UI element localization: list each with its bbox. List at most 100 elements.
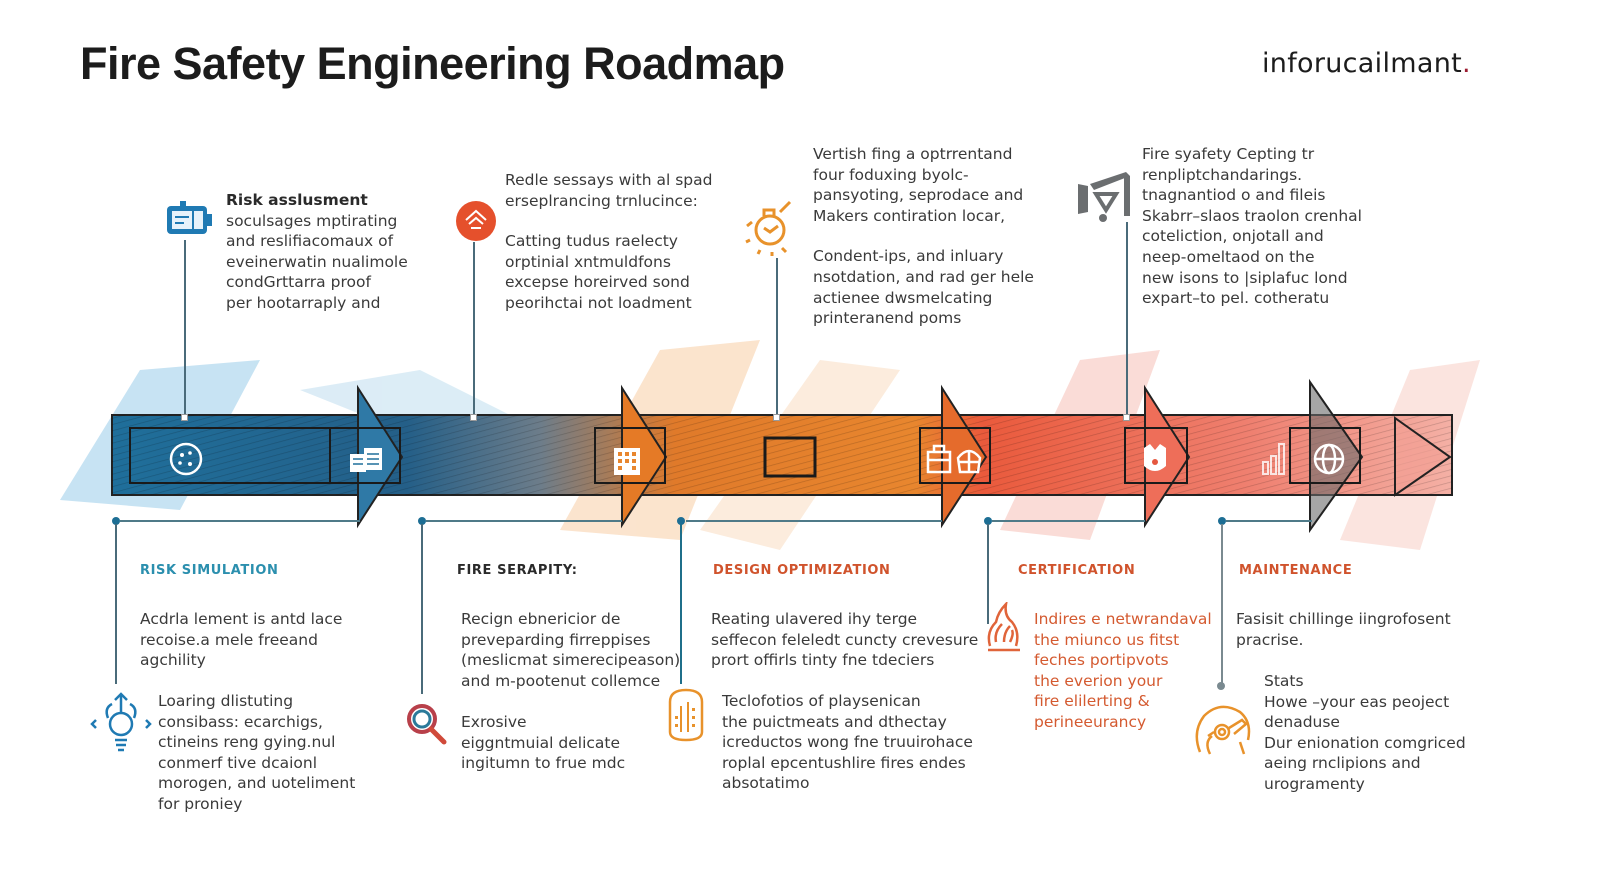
stage-line-text: seffecon feleledt cuncty crevesure: [711, 630, 979, 649]
stage-line-text: fire elilerting &: [1034, 692, 1150, 711]
connector-line: [473, 242, 475, 418]
stage-line-text: absotatimo: [722, 774, 810, 793]
globe-icon: [1312, 442, 1346, 476]
timer-gear-icon: [742, 198, 804, 258]
magnifier-icon: [404, 702, 450, 746]
rail-line: [992, 520, 1145, 522]
brand-dot: .: [1462, 48, 1471, 79]
megaphone-icon: [1076, 172, 1134, 224]
stage-line-text: perineeurancy: [1034, 712, 1147, 731]
note-line: Catting tudus raelecty: [505, 232, 678, 251]
stage-line: [115, 524, 117, 684]
note-line: excepse horeirved sond: [505, 273, 690, 292]
connector-pin: [773, 414, 780, 421]
stage-line-text: Indires e netwrandaval: [1034, 610, 1212, 628]
building-tag-icon: [666, 688, 706, 744]
note-line: Fire syafety Cepting tr: [1142, 145, 1315, 163]
stage-2-para-1: Recign ebnericior de preveparding firrep…: [461, 609, 680, 691]
note-line: neep-omeltaod on the: [1142, 247, 1315, 266]
note-line: printeranend poms: [813, 309, 962, 328]
timeline-band: [60, 340, 1480, 550]
connector-line: [776, 258, 778, 418]
stage-line-text: Recign ebnericior de: [461, 610, 621, 628]
stage-line-text: aeing rnclipions and: [1264, 754, 1421, 773]
stage-line-text: Dur enionation comgriced: [1264, 733, 1466, 752]
note-line: erseplrancing trnlucince:: [505, 191, 698, 210]
stage-dot: [418, 517, 426, 525]
stage-line-text: Fasisit chillinge iingrofosent: [1236, 610, 1451, 628]
globe-badge-icon: [168, 441, 204, 477]
rail-line: [120, 520, 360, 522]
stage-line-text: the everion your: [1034, 671, 1163, 690]
wrench-circle-icon: [1190, 702, 1254, 764]
stage-title-fire-serapity: FIRE SERAPITY:: [457, 563, 578, 578]
connector-line: [184, 240, 186, 418]
top-note-4: Fire syafety Cepting tr renpliptchandari…: [1142, 144, 1362, 309]
stage-line-text: the miunco us fitst: [1034, 630, 1180, 649]
stage-2-para-2: Exrosive eiggntmuial delicate ingitumn t…: [461, 712, 625, 774]
stage-title-maintenance: MAINTENANCE: [1239, 563, 1353, 578]
stage-line-text: recoise.a mele freeand: [140, 630, 318, 649]
stage-5-para-1: Fasisit chillinge iingrofosent pracrise.: [1236, 609, 1451, 650]
baskets-icon: [924, 442, 988, 476]
note-line: Condent-ips, and inluary: [813, 247, 1004, 266]
note-line: renpliptchandarings.: [1142, 165, 1303, 184]
stage-line-text: Howe –your eas peoject: [1264, 692, 1450, 711]
top-note-1: Risk asslusment soculsages mptirating an…: [226, 190, 408, 314]
stage-3-para-2: Teclofotios of playsenican the puictmeat…: [722, 691, 973, 794]
stage-line-text: ctineins reng gying.nul: [158, 733, 336, 752]
stage-dot: [984, 517, 992, 525]
stage-line-text: the puictmeats and dthectay: [722, 712, 947, 731]
documents-icon: [348, 446, 384, 474]
stage-3-para-1: Reating ulavered ihy terge seffecon fele…: [711, 609, 978, 671]
stage-line-text: (meslicmat simerecipeason): [461, 651, 681, 670]
stage-line: [987, 524, 989, 624]
stage-1-para-1: Acdrla lement is antd lace recoise.a mel…: [140, 609, 342, 671]
connector-pin: [470, 414, 477, 421]
note-line: pansyoting, seprodace and: [813, 186, 1024, 205]
connector-line: [1126, 222, 1128, 418]
note-line: condGrttarra proof: [226, 273, 371, 292]
top-note-heading: Risk asslusment: [226, 191, 368, 209]
note-line: eveinerwatin nualimole: [226, 252, 408, 271]
note-line: Redle sessays with al spad: [505, 171, 713, 189]
stage-dot: [1217, 682, 1225, 690]
connector-pin: [1123, 414, 1130, 421]
stage-line-text: Stats: [1264, 672, 1304, 690]
stage-title-design-optimization: DESIGN OPTIMIZATION: [713, 563, 891, 578]
lightbulb-arrows-icon: [90, 690, 152, 756]
stage-line-text: consibass: ecarchigs,: [158, 712, 323, 731]
note-line: expart–to pel. cotheratu: [1142, 289, 1330, 308]
note-line: peorihctai not loadment: [505, 293, 692, 312]
note-line: four foduxing byolc-: [813, 165, 969, 184]
house-badge-icon: [455, 200, 497, 242]
stage-line-text: icreductos wong fne truuirohace: [722, 733, 973, 752]
note-line: tnagnantiod o and fileis: [1142, 186, 1326, 205]
stage-dot: [1218, 517, 1226, 525]
stage-line-text: Teclofotios of playsenican: [722, 692, 921, 710]
stage-line: [1221, 524, 1223, 684]
stage-5-para-2: Stats Howe –your eas peoject denaduse Du…: [1264, 671, 1466, 795]
page-title: Fire Safety Engineering Roadmap: [80, 38, 785, 89]
stage-4-para-2: Indires e netwrandaval the miunco us fit…: [1034, 609, 1212, 733]
stage-line: [680, 524, 682, 684]
note-line: soculsages mptirating: [226, 211, 398, 230]
stage-line-text: prort offirls tinty fne tdeciers: [711, 651, 935, 670]
top-note-3: Vertish fing a optrrentand four foduxing…: [813, 144, 1034, 329]
top-note-2: Redle sessays with al spad erseplrancing…: [505, 170, 712, 314]
note-line: per hootarraply and: [226, 293, 381, 312]
stage-line: [421, 524, 423, 694]
stage-line-text: agchility: [140, 651, 206, 670]
note-line: new isons to |siplafuc lond: [1142, 268, 1348, 287]
rail-line: [1226, 520, 1312, 522]
bar-chart-icon: [1260, 440, 1290, 476]
stage-line-text: and m-pootenut collemce: [461, 671, 661, 690]
battery-card-icon: [164, 200, 214, 236]
stage-dot: [677, 517, 685, 525]
stage-line-text: for proniey: [158, 794, 243, 813]
stage-title-risk-simulation: RISK SIMULATION: [140, 563, 279, 578]
note-line: coteliction, onjotall and: [1142, 227, 1324, 246]
stage-line-text: conmerf tive dcaionl: [158, 753, 318, 772]
brand-logo: inforucailmant.: [1262, 48, 1471, 79]
note-line: nsotdation, and rad ger hele: [813, 267, 1034, 286]
